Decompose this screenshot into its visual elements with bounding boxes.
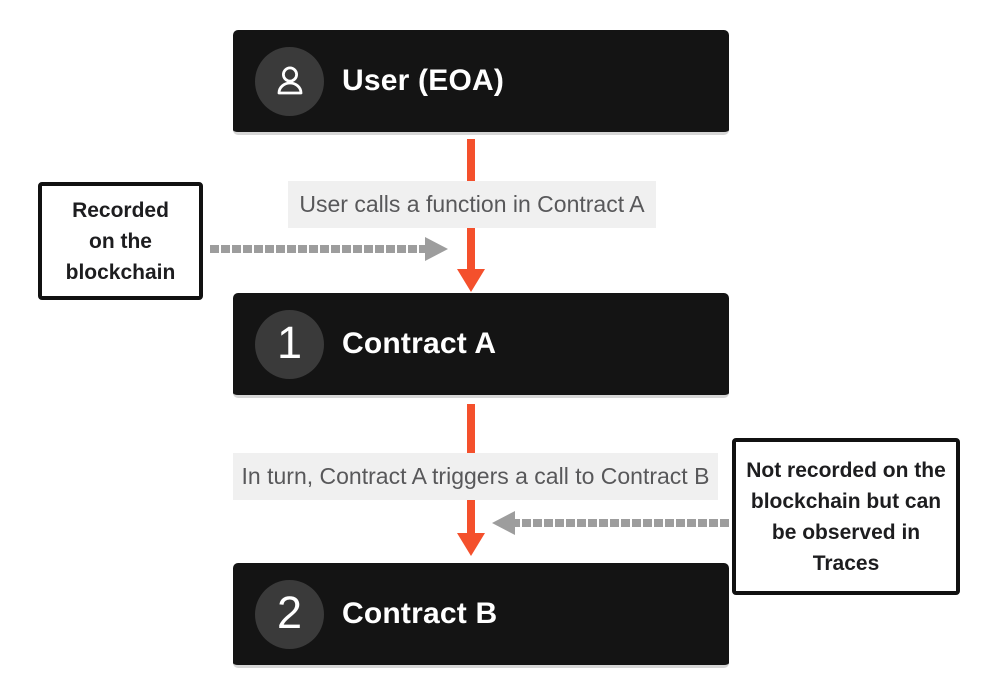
annotation-recorded: Recorded on the blockchain xyxy=(38,182,203,300)
step-number: 2 xyxy=(276,586,303,638)
edge-label-contract-call: In turn, Contract A triggers a call to C… xyxy=(233,453,718,500)
annotation-traces: Not recorded on the blockchain but can b… xyxy=(732,438,960,595)
edge-label-user-call: User calls a function in Contract A xyxy=(288,181,656,228)
annotation-line: Traces xyxy=(812,551,880,575)
step-badge-1: 1 xyxy=(255,309,324,379)
step-number: 1 xyxy=(276,316,303,368)
annotation-line: Not recorded on the xyxy=(746,458,946,482)
node-contract-b: 2 Contract B xyxy=(233,563,729,668)
recorded-annotation-arrow xyxy=(210,237,448,261)
annotation-line: blockchain but can xyxy=(750,489,942,513)
annotation-line: blockchain xyxy=(65,260,176,284)
node-title-contract-b: Contract B xyxy=(342,597,498,630)
annotation-line: be observed in xyxy=(771,520,921,544)
step-badge-2: 2 xyxy=(255,579,324,649)
node-title-user: User (EOA) xyxy=(342,64,505,97)
node-user-eoa: User (EOA) xyxy=(233,30,729,135)
node-contract-a: 1 Contract A xyxy=(233,293,729,398)
traces-annotation-arrow xyxy=(492,511,729,535)
user-icon xyxy=(277,66,302,95)
node-title-contract-a: Contract A xyxy=(342,327,497,360)
annotation-line: Recorded xyxy=(72,198,169,222)
user-avatar xyxy=(255,46,324,116)
annotation-line: on the xyxy=(89,229,152,253)
